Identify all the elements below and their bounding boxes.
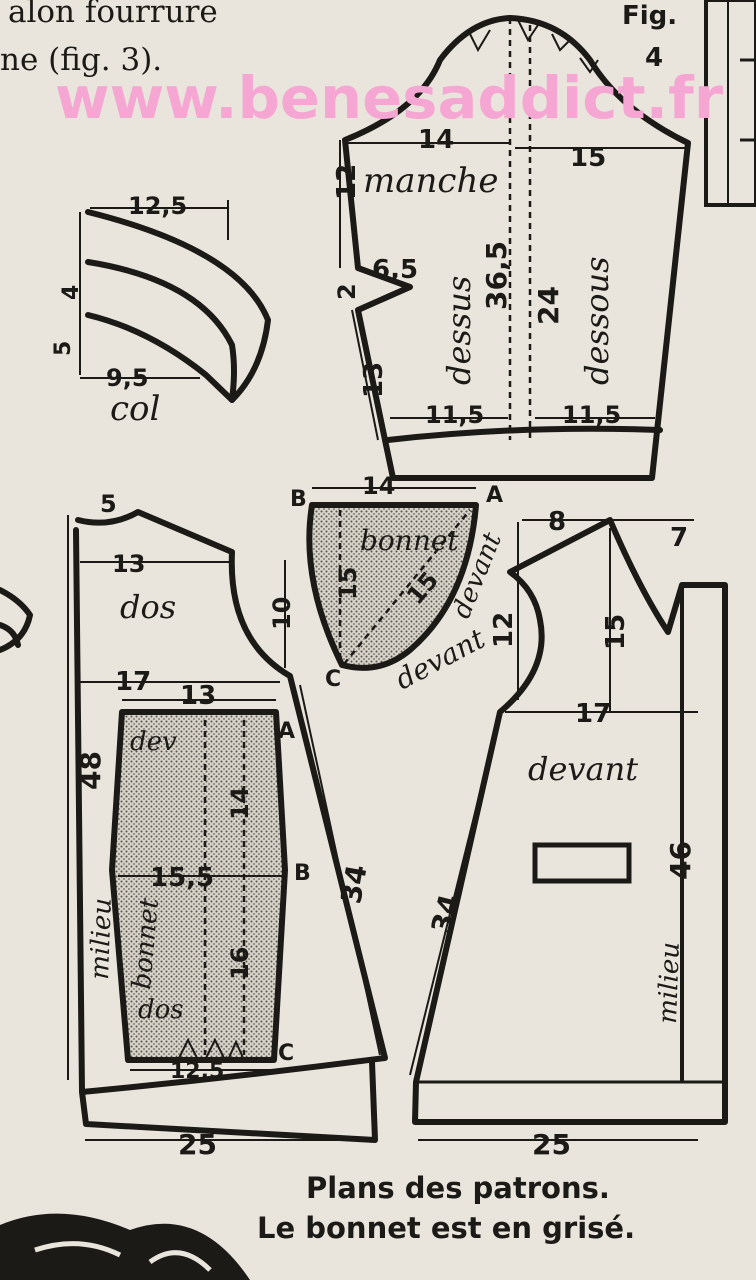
back-dim-length: 48 bbox=[74, 751, 107, 790]
front-dim-side: 34 bbox=[425, 891, 466, 937]
collar-piece: 12,5 4 5 9,5 col bbox=[51, 192, 271, 429]
back-cap-dim-bottom: 12,5 bbox=[170, 1059, 224, 1084]
front-cap-dim-top: 14 bbox=[362, 472, 395, 500]
back-name: dos bbox=[120, 588, 176, 626]
collar-dim-top: 12,5 bbox=[128, 192, 187, 220]
adjacent-figure-fragment bbox=[704, 0, 756, 207]
figure-number: 4 bbox=[645, 43, 663, 73]
back-cap-point-b: B bbox=[294, 861, 311, 886]
front-dim-armhole: 12 bbox=[489, 612, 519, 648]
front-dim-shoulder: 7 bbox=[670, 523, 688, 553]
header-line-1: alon fourrure bbox=[8, 0, 218, 30]
back-piece: 5 13 10 17 48 34 25 dos milieu bbox=[67, 490, 388, 1161]
sleeve-name: manche bbox=[363, 161, 498, 201]
sleeve-dim-cuff-left: 11,5 bbox=[425, 401, 484, 429]
front-cap-name-top: bonnet bbox=[360, 524, 459, 557]
sleeve-dim-cuff-right: 11,5 bbox=[562, 401, 621, 429]
caption-line-1: Plans des patrons. bbox=[306, 1171, 610, 1205]
back-cap-dim-top: 13 bbox=[180, 681, 216, 711]
back-dim-armhole: 10 bbox=[268, 597, 296, 630]
sleeve-under-label: dessous bbox=[578, 256, 616, 385]
back-cap-point-c: C bbox=[278, 1041, 294, 1066]
header-line-2: ne (fig. 3). bbox=[0, 42, 162, 78]
back-dim-hem: 25 bbox=[178, 1128, 217, 1161]
pocket-opening bbox=[532, 842, 632, 884]
back-cap-dim-lower: 16 bbox=[226, 947, 254, 980]
front-dim-width: 17 bbox=[575, 699, 611, 729]
front-dim-length: 46 bbox=[664, 841, 697, 880]
back-cap-name-top: dev bbox=[130, 727, 177, 757]
sleeve-dim-notch: 6,5 bbox=[372, 255, 418, 285]
sleeve-dim-top-left: 14 bbox=[418, 125, 454, 155]
left-edge-fragment bbox=[0, 587, 33, 653]
back-cap-dim-middle: 15,5 bbox=[150, 863, 214, 893]
back-cap-piece: 13 A B C 14 15,5 16 12,5 dev bonnet dos bbox=[109, 681, 311, 1084]
caption: Plans des patrons. Le bonnet est en gris… bbox=[257, 1171, 635, 1245]
front-dim-hem: 25 bbox=[532, 1128, 571, 1161]
front-name: devant bbox=[528, 750, 638, 788]
sleeve-dim-top-right: 15 bbox=[570, 143, 606, 173]
collar-dim-side-top: 4 bbox=[59, 285, 84, 300]
back-dim-shoulder: 13 bbox=[112, 550, 145, 578]
figure-label: Fig. bbox=[622, 1, 677, 31]
sleeve-dim-length-under: 24 bbox=[532, 286, 565, 325]
sleeve-dim-two: 2 bbox=[333, 283, 361, 300]
front-milieu: milieu bbox=[653, 942, 686, 1025]
sleeve-dim-lower: 13 bbox=[359, 362, 389, 398]
back-dim-side: 34 bbox=[334, 862, 373, 906]
front-dim-depth: 15 bbox=[601, 614, 631, 650]
front-cap-point-a: A bbox=[486, 483, 503, 508]
sleeve-piece: 14 15 12 6,5 2 13 36,5 24 11,5 11,5 manc… bbox=[332, 15, 691, 481]
collar-name: col bbox=[110, 389, 160, 429]
caption-line-2: Le bonnet est en grisé. bbox=[257, 1211, 635, 1245]
sleeve-dim-length-center: 36,5 bbox=[480, 241, 513, 310]
back-cap-name-bottom: dos bbox=[138, 995, 184, 1025]
back-cap-dim-upper: 14 bbox=[226, 787, 254, 820]
back-cap-point-a: A bbox=[278, 719, 295, 744]
bottom-fragment bbox=[0, 1213, 250, 1280]
back-dim-width: 17 bbox=[115, 667, 151, 697]
front-cap-point-c: C bbox=[325, 667, 341, 692]
sleeve-dim-cap: 12 bbox=[332, 164, 362, 200]
front-cap-piece: 14 B A C 15 15 bonnet devant devant bbox=[290, 472, 508, 696]
front-piece: 8 7 12 15 17 46 34 25 devant milieu bbox=[409, 507, 728, 1161]
collar-dim-side-bottom: 5 bbox=[51, 341, 76, 356]
sleeve-upper-label: dessus bbox=[440, 276, 478, 385]
back-milieu: milieu bbox=[85, 898, 118, 981]
front-cap-dim-height: 15 bbox=[334, 567, 362, 600]
front-dim-neck: 8 bbox=[548, 507, 566, 537]
collar-dim-bottom: 9,5 bbox=[106, 364, 149, 392]
header: alon fourrure ne (fig. 3). Fig. 4 bbox=[0, 0, 677, 78]
back-dim-neck: 5 bbox=[100, 490, 117, 518]
watermark-text: www.benesaddict.fr bbox=[55, 64, 723, 132]
front-cap-point-b: B bbox=[290, 487, 307, 512]
